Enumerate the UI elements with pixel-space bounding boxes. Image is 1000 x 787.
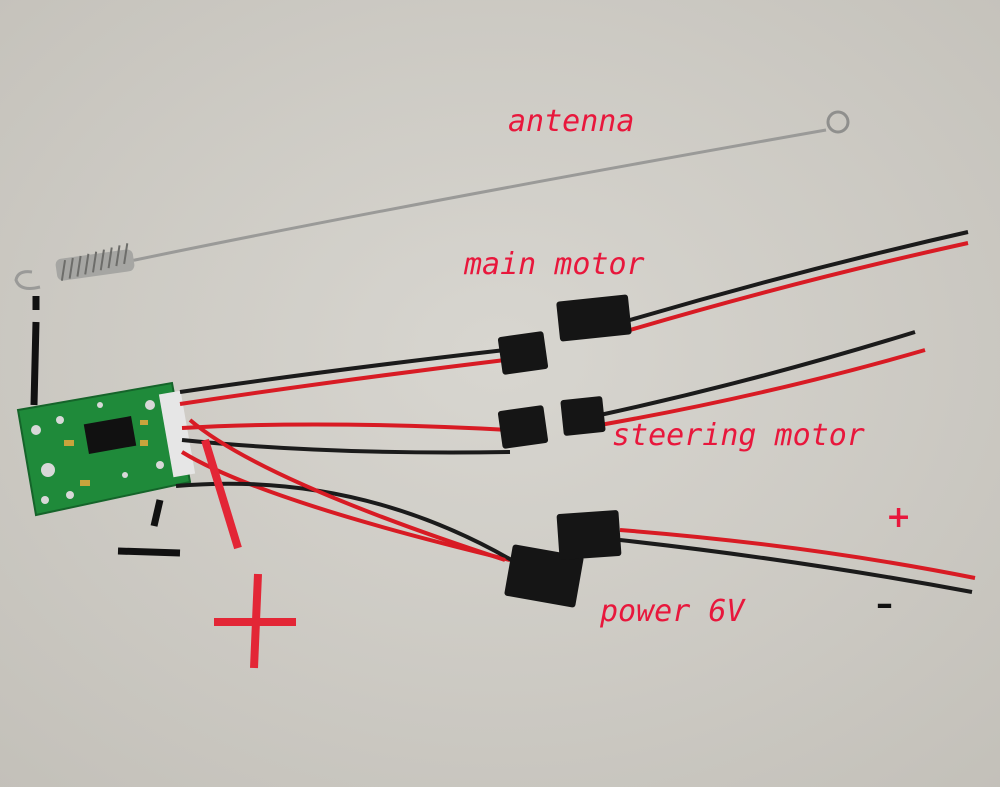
marker-plus-large bbox=[201, 438, 296, 669]
wire-pair-power bbox=[175, 418, 976, 594]
antenna-wire bbox=[14, 110, 850, 290]
power-label: power 6V bbox=[600, 594, 745, 629]
spring-coil-icon bbox=[55, 243, 135, 281]
wire-pair-main-motor bbox=[179, 230, 969, 406]
steering-motor-label: steering motor bbox=[612, 418, 865, 453]
marker-line-black bbox=[30, 296, 40, 406]
power-plus-sign: + bbox=[886, 500, 912, 535]
main-motor-label: main motor bbox=[464, 247, 645, 282]
antenna-label: antenna bbox=[508, 104, 635, 139]
marker-minus-large bbox=[117, 499, 181, 557]
power-minus-sign: – bbox=[876, 584, 893, 624]
connector-plug-icon bbox=[497, 294, 632, 608]
